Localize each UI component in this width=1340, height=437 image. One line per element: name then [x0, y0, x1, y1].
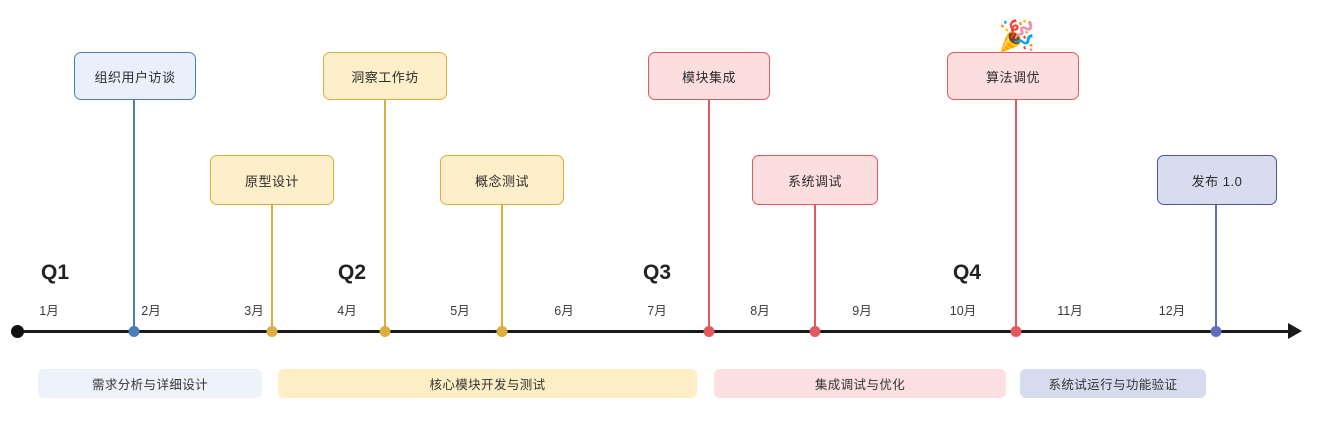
month-label: 9月: [852, 304, 872, 318]
month-label: 10月: [949, 304, 977, 318]
event-marker-dot[interactable]: [379, 326, 391, 337]
quarter-label-q2: Q2: [337, 261, 367, 284]
event-stem: [271, 205, 273, 332]
event-box[interactable]: 发布 1.0: [1157, 155, 1277, 205]
month-label: 4月: [337, 304, 357, 318]
month-label: 3月: [244, 304, 264, 318]
event-marker-dot[interactable]: [809, 326, 821, 337]
month-label: 2月: [141, 304, 161, 318]
event-stem: [133, 100, 135, 332]
event-marker-dot[interactable]: [703, 326, 715, 337]
phase-bar[interactable]: 核心模块开发与测试: [278, 369, 697, 398]
month-label: 6月: [554, 304, 574, 318]
event-marker-dot[interactable]: [496, 326, 508, 337]
event-box[interactable]: 模块集成: [648, 52, 770, 100]
event-stem: [814, 205, 816, 332]
quarter-label-q3: Q3: [642, 261, 672, 284]
month-label: 11月: [1057, 304, 1083, 318]
event-box[interactable]: 算法调优: [947, 52, 1079, 100]
month-label: 12月: [1158, 304, 1186, 318]
event-box[interactable]: 系统调试: [752, 155, 878, 205]
event-marker-dot[interactable]: [266, 326, 278, 337]
month-label: 5月: [450, 304, 470, 318]
event-marker-dot[interactable]: [1010, 326, 1022, 337]
event-marker-dot[interactable]: [1210, 326, 1222, 337]
party-popper-icon: 🎉: [998, 20, 1036, 53]
event-stem: [501, 205, 503, 332]
month-label: 8月: [750, 304, 770, 318]
event-box[interactable]: 洞察工作坊: [323, 52, 447, 100]
event-box[interactable]: 组织用户访谈: [74, 52, 196, 100]
phase-bar[interactable]: 集成调试与优化: [714, 369, 1006, 398]
event-stem: [384, 100, 386, 332]
month-label: 7月: [647, 304, 667, 318]
month-label: 1月: [39, 304, 59, 318]
timeline-axis-arrow-icon: [1288, 323, 1302, 339]
event-box[interactable]: 概念测试: [440, 155, 564, 205]
event-stem: [708, 100, 710, 332]
event-box[interactable]: 原型设计: [210, 155, 334, 205]
event-stem: [1215, 205, 1217, 332]
timeline-start-dot: [11, 325, 24, 338]
event-stem: [1015, 100, 1017, 332]
quarter-label-q4: Q4: [952, 261, 982, 284]
event-marker-dot[interactable]: [128, 326, 140, 337]
phase-bar[interactable]: 需求分析与详细设计: [38, 369, 262, 398]
timeline-axis-line: [17, 330, 1292, 333]
quarter-label-q1: Q1: [40, 261, 70, 284]
phase-bar[interactable]: 系统试运行与功能验证: [1020, 369, 1206, 398]
